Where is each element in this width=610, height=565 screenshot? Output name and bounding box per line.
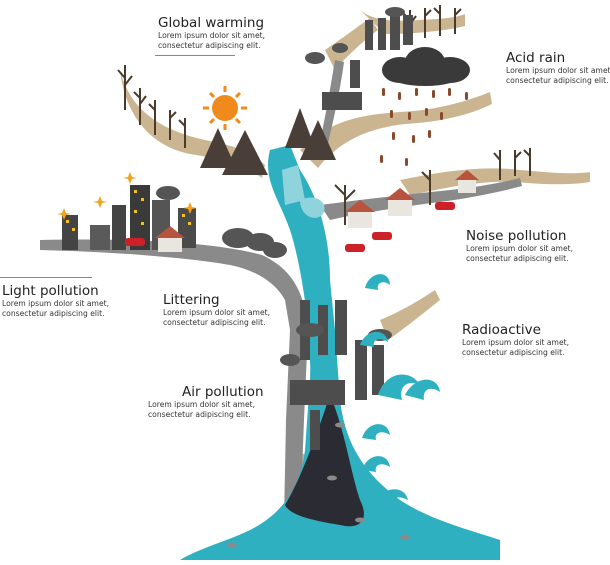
label-title: Acid rain (506, 50, 566, 66)
fish (227, 422, 410, 548)
dead-trees (117, 5, 531, 225)
label-desc: Lorem ipsum dolor sit amet, (148, 400, 256, 409)
label-title: Radioactive (462, 322, 541, 338)
cars (125, 202, 455, 252)
label-desc: Lorem ipsum dolor sit amet, (462, 338, 570, 347)
label-desc: consectetur adipiscing elit. (466, 253, 569, 263)
mountains (200, 108, 336, 175)
label-littering: Littering Lorem ipsum dolor sit amet, co… (163, 292, 270, 327)
label-global-warming: Global warming Lorem ipsum dolor sit ame… (158, 15, 265, 50)
label-title: Noise pollution (466, 228, 567, 244)
factories (290, 15, 413, 450)
smoke-clouds (156, 7, 405, 366)
label-noise-pollution: Noise pollution Lorem ipsum dolor sit am… (466, 228, 573, 263)
label-air-pollution: Air pollution Lorem ipsum dolor sit amet… (148, 384, 264, 419)
acid-rain-cloud (380, 47, 470, 166)
label-radioactive: Radioactive Lorem ipsum dolor sit amet, … (462, 322, 569, 357)
light-stars (57, 172, 197, 220)
waves (360, 274, 448, 543)
label-desc: consectetur adipiscing elit. (158, 40, 261, 50)
label-rule (0, 277, 92, 278)
houses (155, 170, 479, 252)
label-desc: consectetur adipiscing elit. (462, 347, 565, 357)
label-desc: Lorem ipsum dolor sit amet, (506, 66, 610, 75)
label-desc: consectetur adipiscing elit. (2, 308, 105, 318)
label-title: Air pollution (182, 384, 264, 400)
label-desc: consectetur adipiscing elit. (506, 75, 609, 85)
label-title: Littering (163, 292, 220, 308)
label-desc: consectetur adipiscing elit. (163, 317, 266, 327)
label-desc: consectetur adipiscing elit. (148, 409, 251, 419)
label-desc: Lorem ipsum dolor sit amet, (163, 308, 271, 317)
label-desc: Lorem ipsum dolor sit amet, (2, 299, 110, 308)
label-acid-rain: Acid rain Lorem ipsum dolor sit amet, co… (506, 50, 610, 85)
road (40, 60, 522, 525)
label-light-pollution: Light pollution Lorem ipsum dolor sit am… (2, 283, 109, 318)
label-desc: Lorem ipsum dolor sit amet, (158, 31, 266, 40)
sun (203, 86, 247, 130)
label-title: Global warming (158, 15, 265, 31)
label-title: Light pollution (2, 283, 99, 299)
label-rule (155, 55, 235, 56)
river (180, 145, 500, 560)
label-desc: Lorem ipsum dolor sit amet, (466, 244, 574, 253)
